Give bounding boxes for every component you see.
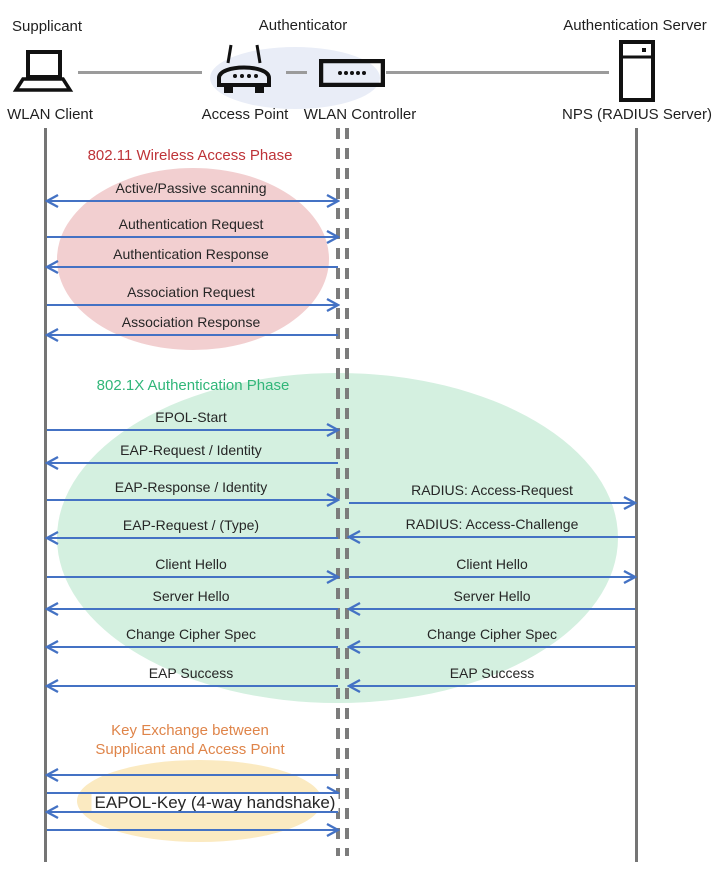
message-arrow-left — [347, 678, 635, 694]
message-arrow-right — [47, 492, 340, 508]
message-arrow-right — [349, 569, 637, 585]
message-label: Authentication Response — [113, 246, 269, 262]
message-label: EAP-Response / Identity — [114, 479, 268, 495]
message-arrow-left — [45, 455, 338, 471]
message-label: Change Cipher Spec — [126, 626, 256, 642]
message-label: EAP Success — [148, 665, 234, 681]
message-arrow-right — [47, 229, 340, 245]
wlan-controller-icon — [319, 59, 385, 87]
message-label: Client Hello — [456, 556, 528, 572]
message-label: EPOL-Start — [155, 409, 227, 425]
message-arrow-left — [45, 601, 338, 617]
message-label: EAP-Request / Identity — [120, 442, 262, 458]
header-connector-line — [78, 71, 202, 74]
message-label: Authentication Request — [118, 216, 264, 232]
message-label: Change Cipher Spec — [427, 626, 557, 642]
header-connector-line — [286, 71, 307, 74]
role-label-authenticator: Authenticator — [258, 17, 348, 34]
message-arrow-left — [45, 259, 338, 275]
message-arrow-left — [45, 530, 338, 546]
lifeline-solid — [635, 128, 638, 862]
message-arrow-left — [45, 804, 338, 820]
device-label-wlan-client: WLAN Client — [7, 106, 93, 123]
message-label: Association Request — [127, 284, 255, 300]
message-label: RADIUS: Access-Challenge — [405, 516, 579, 532]
message-arrow-right — [47, 822, 340, 838]
lifeline-dashed-capwap — [345, 128, 349, 856]
phase-title-key-exchange: Key Exchange between Supplicant and Acce… — [95, 722, 285, 758]
phase-title-8021x-authentication: 802.1X Authentication Phase — [96, 377, 290, 394]
message-label: EAP-Request / (Type) — [122, 517, 260, 533]
message-arrow-left — [347, 601, 635, 617]
message-arrow-left — [45, 678, 338, 694]
authenticator-group-ellipse — [210, 47, 380, 109]
message-arrow-left — [45, 327, 338, 343]
message-arrow-left — [347, 529, 635, 545]
access-point-icon — [214, 42, 274, 100]
message-arrow-right — [47, 297, 340, 313]
message-label: RADIUS: Access-Request — [411, 482, 573, 498]
message-label: Server Hello — [453, 588, 531, 604]
server-icon — [619, 40, 655, 102]
message-arrow-both — [45, 193, 340, 209]
message-label: Association Response — [121, 314, 261, 330]
role-label-supplicant: Supplicant — [12, 18, 83, 35]
message-label: EAP Success — [449, 665, 535, 681]
lifeline-dashed-capwap — [336, 128, 340, 856]
device-label-nps-radius-server: NPS (RADIUS Server) — [561, 106, 713, 123]
phase-ellipse-80211-wireless-access — [57, 168, 329, 350]
message-arrow-left — [45, 639, 338, 655]
role-label-authentication-server: Authentication Server — [563, 17, 707, 34]
message-arrow-left — [45, 767, 338, 783]
header-connector-line — [386, 71, 609, 74]
message-arrow-right — [47, 569, 340, 585]
device-label-access-point: Access Point — [201, 106, 289, 123]
message-arrow-right — [47, 422, 340, 438]
message-arrow-left — [347, 639, 635, 655]
message-label: Active/Passive scanning — [115, 180, 267, 196]
message-arrow-right — [349, 495, 637, 511]
device-label-wlan-controller: WLAN Controller — [303, 106, 417, 123]
message-label: Client Hello — [155, 556, 227, 572]
message-label: Server Hello — [152, 588, 230, 604]
lifeline-solid — [44, 128, 47, 862]
message-label: EAPOL-Key (4-way handshake) — [91, 794, 339, 812]
phase-title-80211-wireless-access: 802.11 Wireless Access Phase — [87, 147, 293, 164]
laptop-icon — [11, 49, 75, 95]
